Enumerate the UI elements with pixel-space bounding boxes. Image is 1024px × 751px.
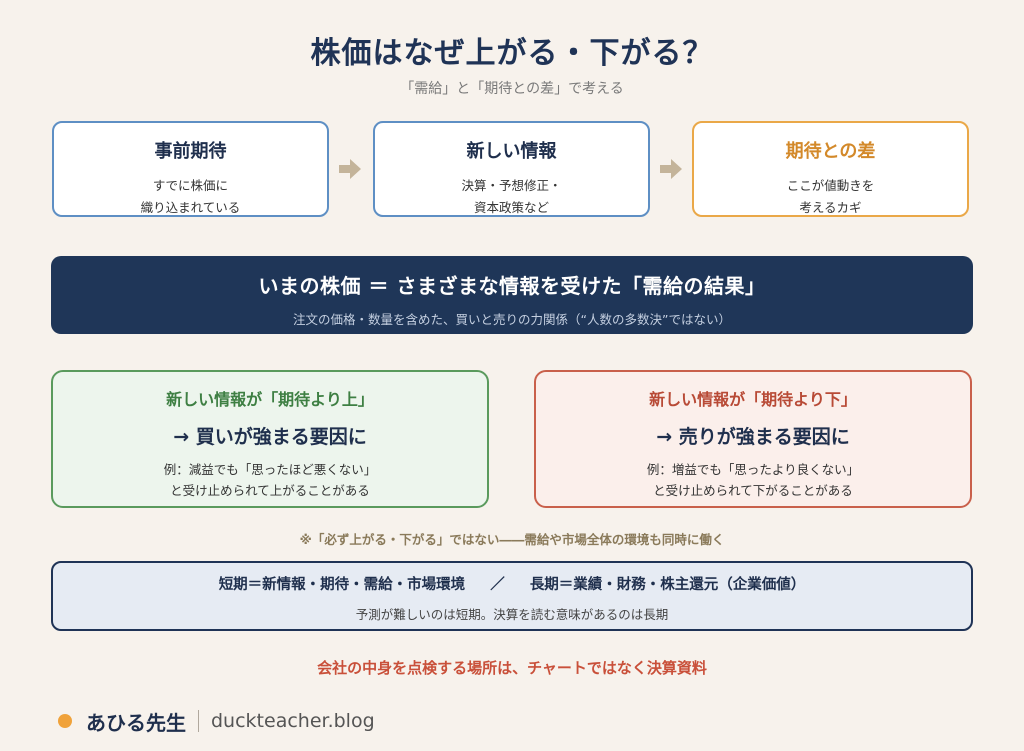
brand-divider — [198, 710, 199, 732]
flow-box-desc-line: すでに株価に — [152, 178, 229, 193]
case-example: 例：減益でも「思ったほど悪くない」 と受け止められて上がることがある — [53, 459, 487, 501]
flow-box-desc: ここが値動きを 考えるカギ — [694, 175, 967, 219]
flow-box-desc: すでに株価に 織り込まれている — [54, 175, 327, 219]
case-example-line: と受け止められて下がることがある — [653, 483, 853, 498]
flow-box-desc-line: ここが値動きを — [786, 178, 875, 193]
page-title: 株価はなぜ上がる・下がる？ — [310, 36, 714, 71]
long-term-text: 長期＝業績・財務・株主還元（企業価値） — [529, 577, 806, 593]
case-example-line: と受け止められて上がることがある — [170, 483, 370, 498]
brand-site: duckteacher.blog — [211, 710, 375, 732]
flow-box-new-info: 新しい情報 決算・予想修正・ 資本政策など — [373, 121, 650, 217]
arrow-right-icon — [339, 159, 361, 179]
flow-box-gap: 期待との差 ここが値動きを 考えるカギ — [692, 121, 969, 217]
flow-box-desc-line: 考えるカギ — [799, 200, 862, 215]
short-term-text: 短期＝新情報・期待・需給・市場環境 — [218, 577, 466, 593]
below-expectation-box: 新しい情報が「期待より下」 → 売りが強まる要因に 例：増益でも「思ったより良く… — [534, 370, 972, 508]
flow-box-title: 期待との差 — [785, 141, 876, 162]
brand-footer: あひる先生 duckteacher.blog — [58, 706, 375, 736]
case-effect: → 買いが強まる要因に — [173, 426, 367, 448]
page-subtitle: 「需給」と「期待との差」で考える — [400, 81, 624, 97]
term-comparison-sub: 予測が難しいのは短期。決算を読む意味があるのは長期 — [355, 607, 669, 622]
term-comparison-line: 短期＝新情報・期待・需給・市場環境 ／ 長期＝業績・財務・株主還元（企業価値） — [53, 573, 971, 594]
case-heading: 新しい情報が「期待より上」 — [166, 390, 374, 409]
case-effect: → 売りが強まる要因に — [656, 426, 850, 448]
flow-box-desc-line: 資本政策など — [473, 200, 549, 215]
caution-note: ※「必ず上がる・下がる」ではない――需給や市場全体の環境も同時に働く — [299, 532, 725, 547]
arrow-right-icon — [660, 159, 682, 179]
case-example-line: 例：増益でも「思ったより良くない」 — [646, 462, 860, 477]
price-definition-banner: いまの株価 ＝ さまざまな情報を受けた「需給の結果」 注文の価格・数量を含めた、… — [51, 256, 973, 334]
flow-box-expectation: 事前期待 すでに株価に 織り込まれている — [52, 121, 329, 217]
flow-box-title: 新しい情報 — [466, 141, 557, 162]
banner-sub-text: 注文の価格・数量を含めた、買いと売りの力関係（“人数の多数決”ではない） — [293, 312, 731, 327]
flow-box-title: 事前期待 — [154, 141, 227, 162]
flow-box-desc-line: 織り込まれている — [140, 200, 241, 215]
case-example-line: 例：減益でも「思ったほど悪くない」 — [163, 462, 377, 477]
flow-box-desc: 決算・予想修正・ 資本政策など — [375, 175, 648, 219]
banner-main-text: いまの株価 ＝ さまざまな情報を受けた「需給の結果」 — [258, 274, 766, 298]
bottom-message: 会社の中身を点検する場所は、チャートではなく決算資料 — [317, 659, 707, 677]
above-expectation-box: 新しい情報が「期待より上」 → 買いが強まる要因に 例：減益でも「思ったほど悪く… — [51, 370, 489, 508]
case-heading: 新しい情報が「期待より下」 — [649, 390, 857, 409]
term-separator: ／ — [490, 577, 505, 593]
flow-box-desc-line: 決算・予想修正・ — [461, 178, 562, 193]
brand-dot-icon — [58, 714, 72, 728]
brand-name: あひる先生 — [86, 710, 186, 735]
case-example: 例：増益でも「思ったより良くない」 と受け止められて下がることがある — [536, 459, 970, 501]
term-comparison-box: 短期＝新情報・期待・需給・市場環境 ／ 長期＝業績・財務・株主還元（企業価値） … — [51, 561, 973, 631]
